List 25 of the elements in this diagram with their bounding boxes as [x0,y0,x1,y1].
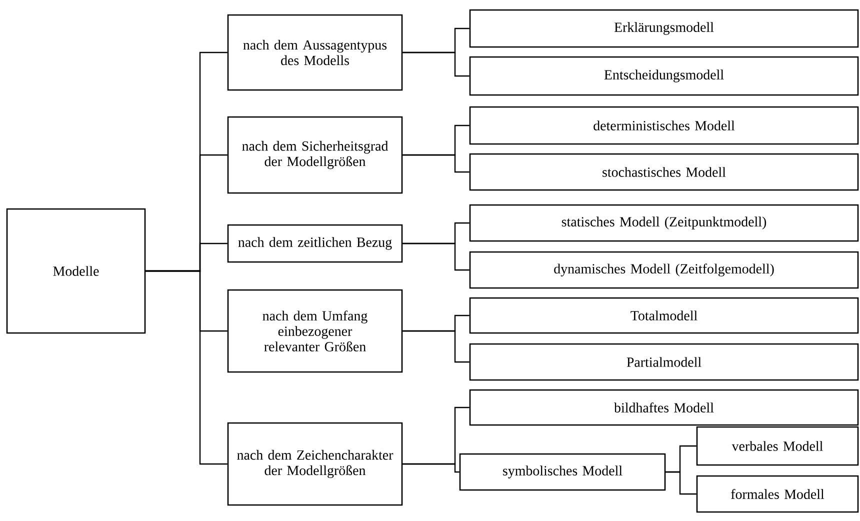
model-box: stochastisches Modell [469,153,859,191]
model-box: statisches Modell (Zeitpunktmodell) [469,204,859,242]
model-box: Entscheidungsmodell [469,56,859,96]
connector [146,270,228,465]
model-box: verbales Modell [696,426,859,466]
model-box: Partialmodell [469,343,859,381]
category-box: nach dem Aussagentypus des Modells [227,14,403,91]
category-box: nach dem Sicherheitsgrad der Modellgrößen [227,116,403,194]
model-box: formales Modell [696,475,859,513]
model-box: dynamisches Modell (Zeitfolgemodell) [469,251,859,289]
model-box: deterministisches Modell [469,106,859,145]
connector [402,52,470,77]
connector [402,242,470,271]
connector [666,471,696,495]
connector [402,463,460,473]
root-box: Modelle [6,208,146,334]
category-box: symbolisches Modell [459,453,666,491]
category-box: nach dem zeitlichen Bezug [227,224,403,263]
model-box: bildhaftes Modell [469,389,859,426]
category-box: nach dem Umfang einbezogener relevanter Größen [227,289,403,373]
connector [402,154,470,173]
model-box: Erklärungsmodell [469,9,859,48]
model-box: Totalmodell [469,297,859,334]
connector [402,330,470,363]
category-box: nach dem Zeichencharakter der Modellgrößen [227,422,403,506]
